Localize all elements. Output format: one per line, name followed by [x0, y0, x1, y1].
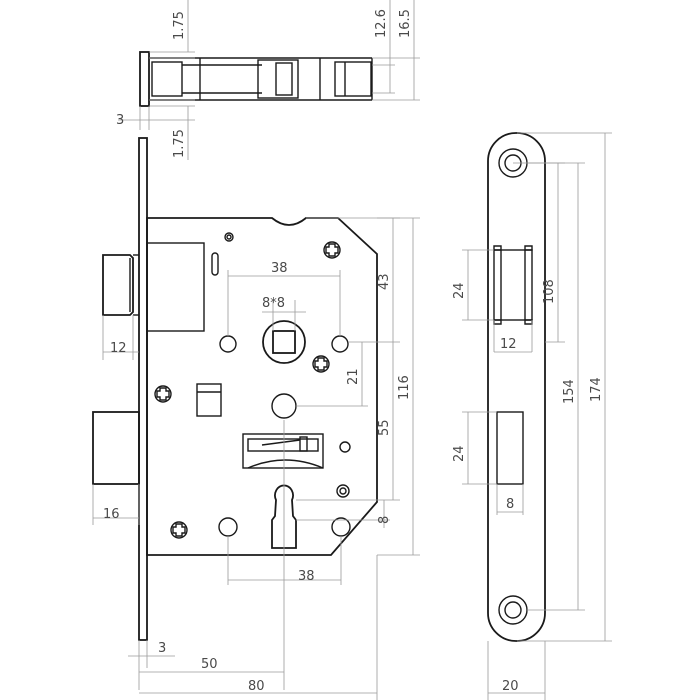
- strike-latch-opening: [493, 245, 533, 325]
- dim-backset: 50: [201, 657, 218, 672]
- screw-mid: [312, 355, 330, 373]
- center-hole: [271, 393, 297, 419]
- dim-keyhole-offset: 8: [377, 516, 392, 524]
- dead-bolt: [92, 411, 140, 485]
- bolt-mechanism: [242, 433, 324, 469]
- top-view: 1.75 12.6 16.5 3 1.75: [116, 0, 420, 160]
- strike-screw-bottom: [498, 595, 528, 625]
- strike-bolt-opening: [496, 411, 524, 485]
- dim-faceplate-thickness: 3: [158, 641, 166, 656]
- dim-strike-latch-height: 24: [452, 282, 467, 299]
- dim-3-top-view: 3: [116, 113, 124, 128]
- dim-bolt-width: 16: [103, 507, 120, 522]
- top-view-faceplate: [139, 51, 150, 107]
- dim-1-75-bottom: 1.75: [172, 129, 187, 158]
- screw-left: [154, 385, 172, 403]
- dim-latch-width: 12: [110, 341, 127, 356]
- dim-height-55: 55: [377, 419, 392, 436]
- dim-strike-width: 20: [502, 679, 519, 694]
- mount-hole-top-left: [219, 335, 237, 353]
- mount-hole-bottom-left: [218, 517, 238, 537]
- mount-hole-top-right: [331, 335, 349, 353]
- dim-16-5: 16.5: [398, 9, 413, 38]
- keyhole: [271, 484, 297, 549]
- dim-strike-174: 174: [589, 377, 604, 402]
- lock-case: [146, 217, 378, 556]
- spindle-square: [272, 330, 296, 354]
- dim-spindle-square: 8*8: [262, 296, 285, 311]
- latch-housing: [146, 242, 205, 332]
- dim-height-43: 43: [377, 273, 392, 290]
- lever-housing: [196, 383, 222, 417]
- dim-strike-154: 154: [562, 379, 577, 404]
- dim-strike-108: 108: [542, 279, 557, 304]
- dim-strike-bolt-width: 8: [506, 497, 514, 512]
- strike-plate: 24 12 24 8 108 154 174 20: [452, 132, 612, 700]
- top-view-latch-head: [151, 61, 183, 97]
- dim-strike-bolt-height: 24: [452, 445, 467, 462]
- screw-top-right: [323, 241, 341, 259]
- screw-bottom-left: [170, 521, 188, 539]
- top-view-spindle-hub: [257, 59, 299, 99]
- dim-height-116: 116: [397, 375, 412, 400]
- strike-plate-outline: [487, 132, 546, 642]
- dim-hole-spacing-bottom: 38: [298, 569, 315, 584]
- dim-height-21: 21: [346, 368, 361, 385]
- dim-case-depth: 80: [248, 679, 265, 694]
- dim-strike-latch-width: 12: [500, 337, 517, 352]
- slot: [211, 252, 219, 276]
- top-view-bolt-end: [334, 61, 372, 97]
- spindle-hub: [262, 320, 306, 364]
- lock-body: 12 16 38 8*8 43 21 55 116: [92, 137, 420, 700]
- dim-hole-spacing-top: 38: [271, 261, 288, 276]
- faceplate-side: [138, 137, 148, 641]
- dim-12-6: 12.6: [374, 9, 389, 38]
- mount-hole-bottom-right: [331, 517, 351, 537]
- dim-1-75-top: 1.75: [172, 11, 187, 40]
- latch-bolt: [102, 254, 134, 316]
